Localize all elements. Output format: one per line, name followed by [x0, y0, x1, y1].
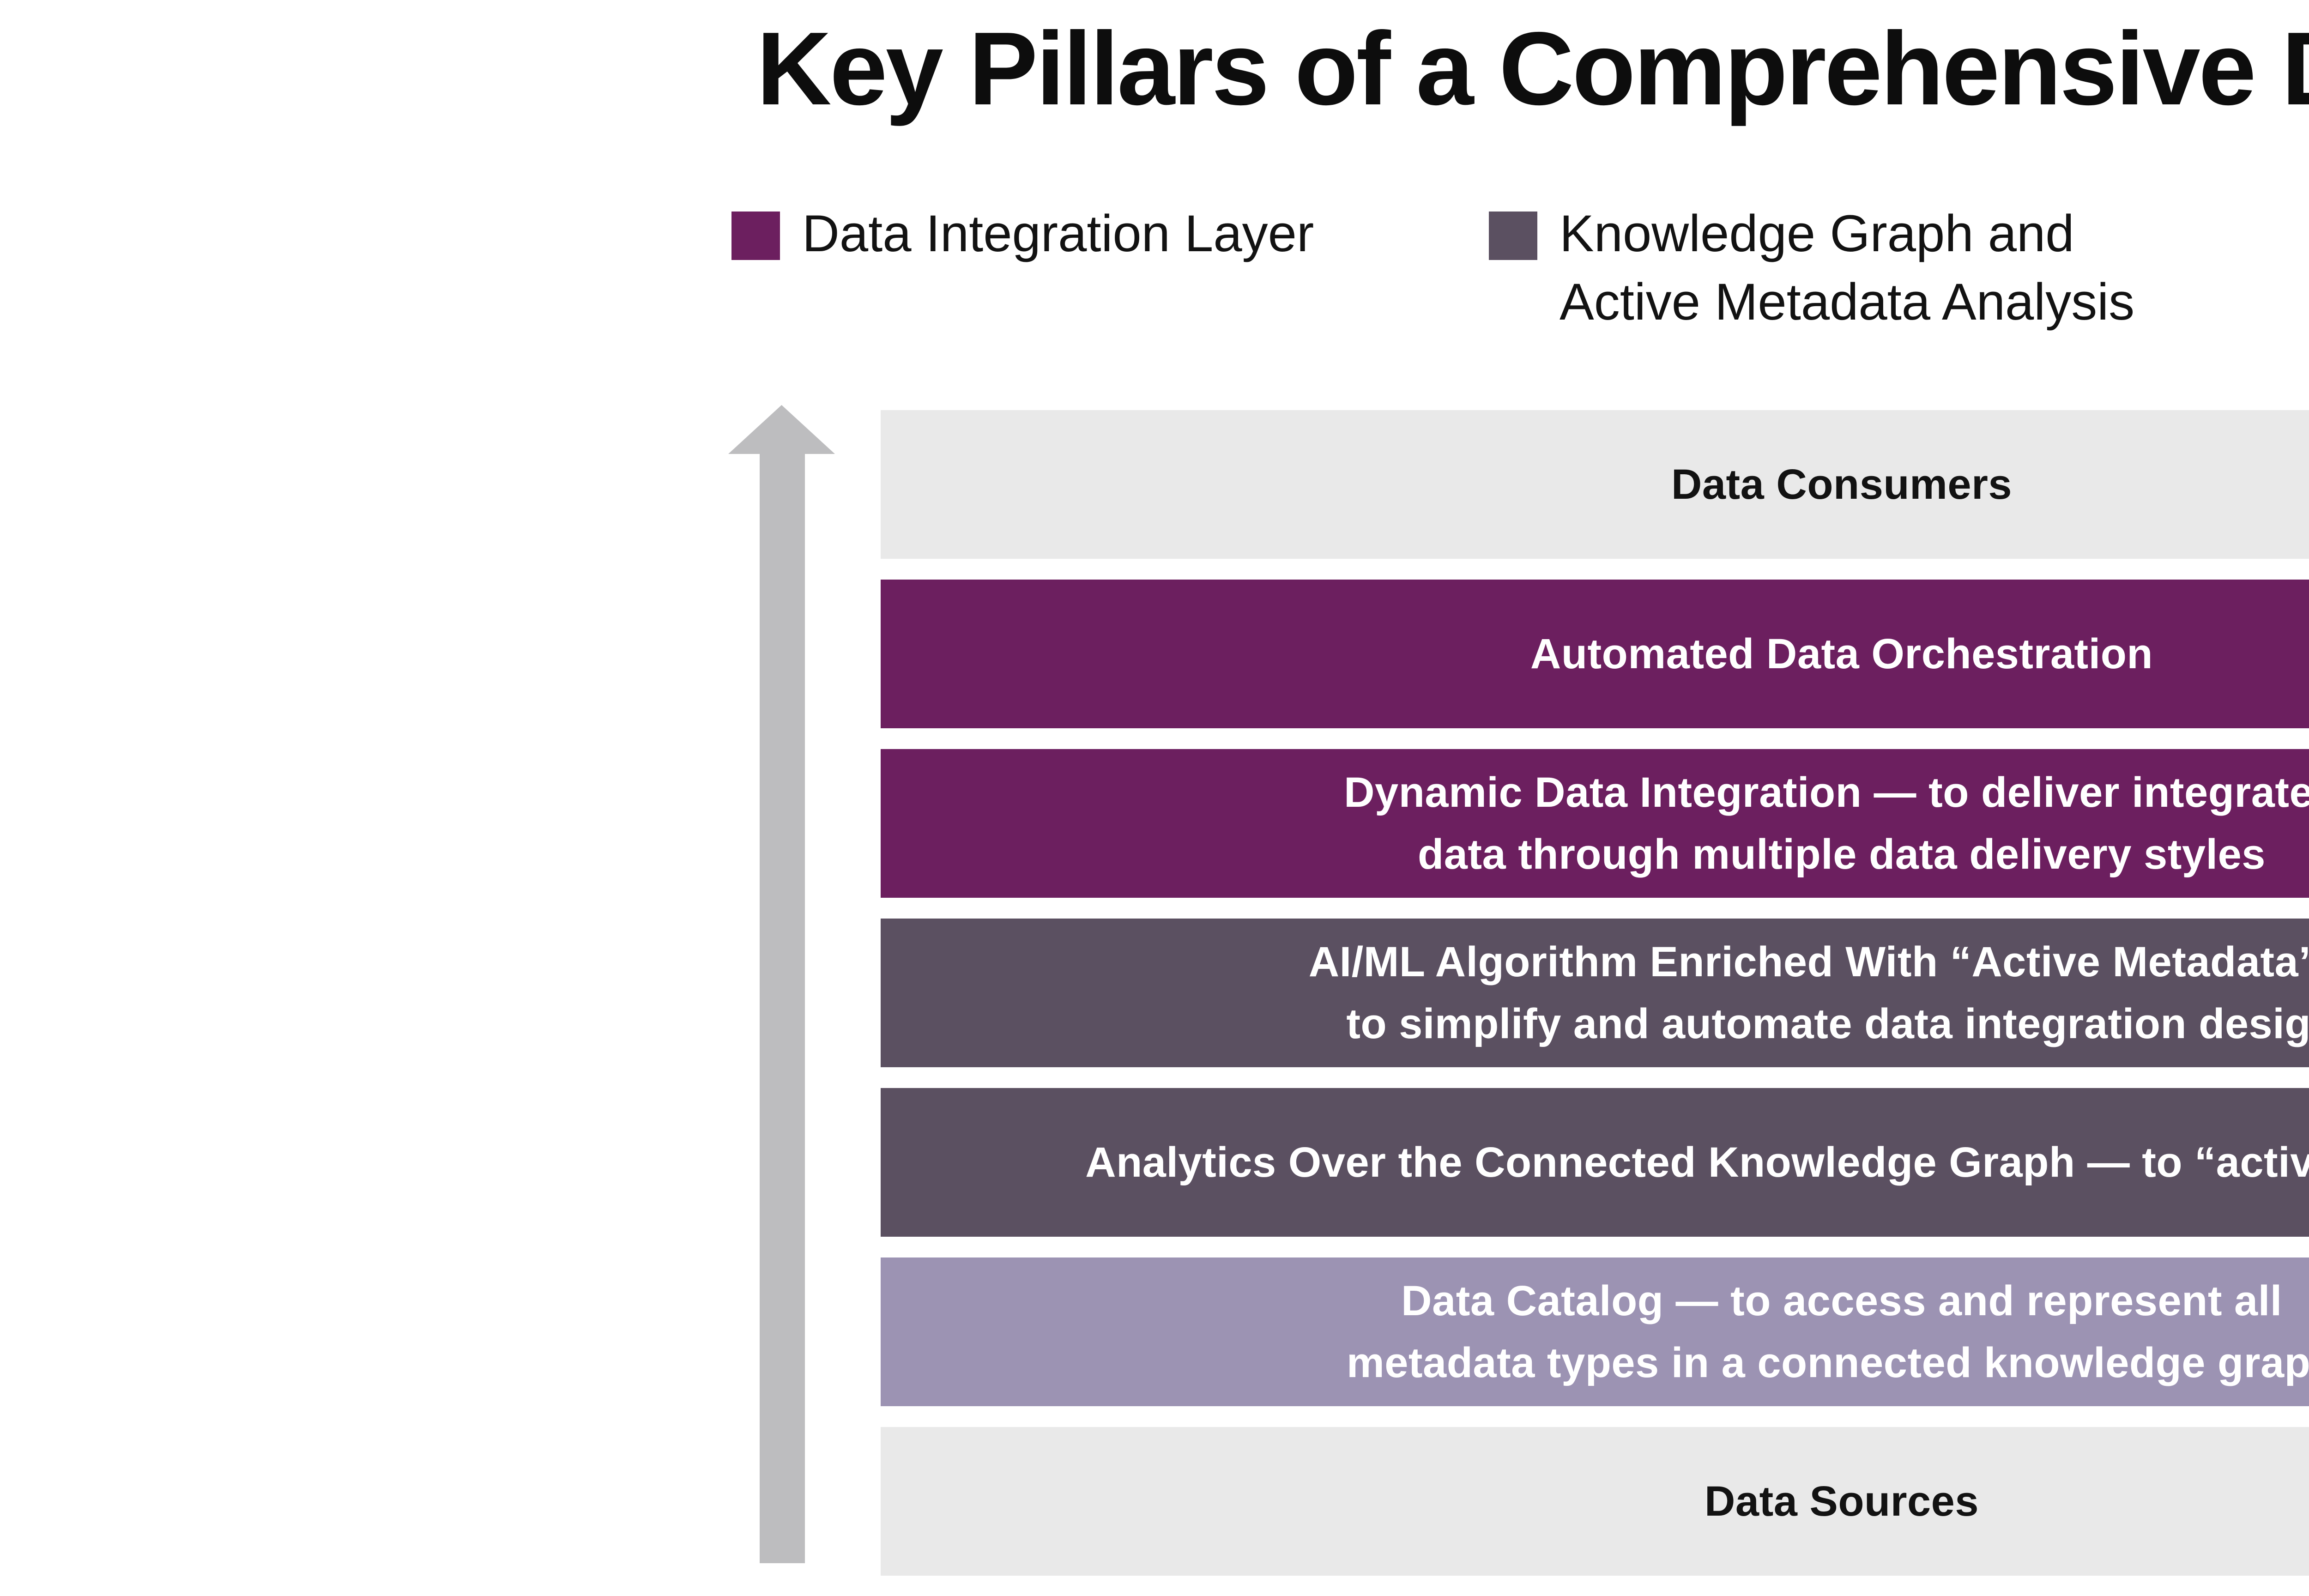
layer-bar-data-sources: Data Sources [881, 1427, 2309, 1576]
legend-label: Data Integration Layer [802, 205, 1314, 262]
layer-bar-label: Automated Data Orchestration [1530, 630, 2153, 677]
layer-bar-label: Data Consumers [1671, 461, 2013, 508]
up-arrow-head [728, 405, 835, 454]
layer-bar-label: AI/ML Algorithm Enriched With “Active Me… [1308, 938, 2309, 1047]
legend-item-data-integration: Data Integration Layer [731, 200, 1314, 268]
layer-bar-label: Dynamic Data Integration — to deliver in… [1344, 769, 2309, 878]
legend-item-knowledge-graph: Knowledge Graph and Active Metadata Anal… [1489, 200, 2134, 336]
legend-swatch-data-integration [731, 212, 780, 260]
page-title: Key Pillars of a Comprehensive Data Fabr… [756, 10, 2309, 127]
layer-bar-ai-ml-algorithm: AI/ML Algorithm Enriched With “Active Me… [881, 919, 2309, 1067]
layer-bar-analytics-knowledge-graph: Analytics Over the Connected Knowledge G… [881, 1088, 2309, 1237]
layer-bar-data-catalog: Data Catalog — to access and represent a… [881, 1257, 2309, 1406]
legend-label: Knowledge Graph and Active Metadata Anal… [1559, 205, 2135, 331]
layer-bar-automated-data-orchestration: Automated Data Orchestration [881, 580, 2309, 728]
layer-bar-dynamic-data-integration: Dynamic Data Integration — to deliver in… [881, 749, 2309, 898]
up-arrow-shaft [760, 453, 805, 1563]
layer-bar-data-consumers: Data Consumers [881, 410, 2309, 559]
layer-bar-label: Data Catalog — to access and represent a… [1346, 1277, 2309, 1386]
layer-bar-label: Analytics Over the Connected Knowledge G… [1085, 1139, 2309, 1186]
layer-bar-label: Data Sources [1704, 1478, 1979, 1525]
legend-swatch-knowledge-graph [1489, 212, 1537, 260]
